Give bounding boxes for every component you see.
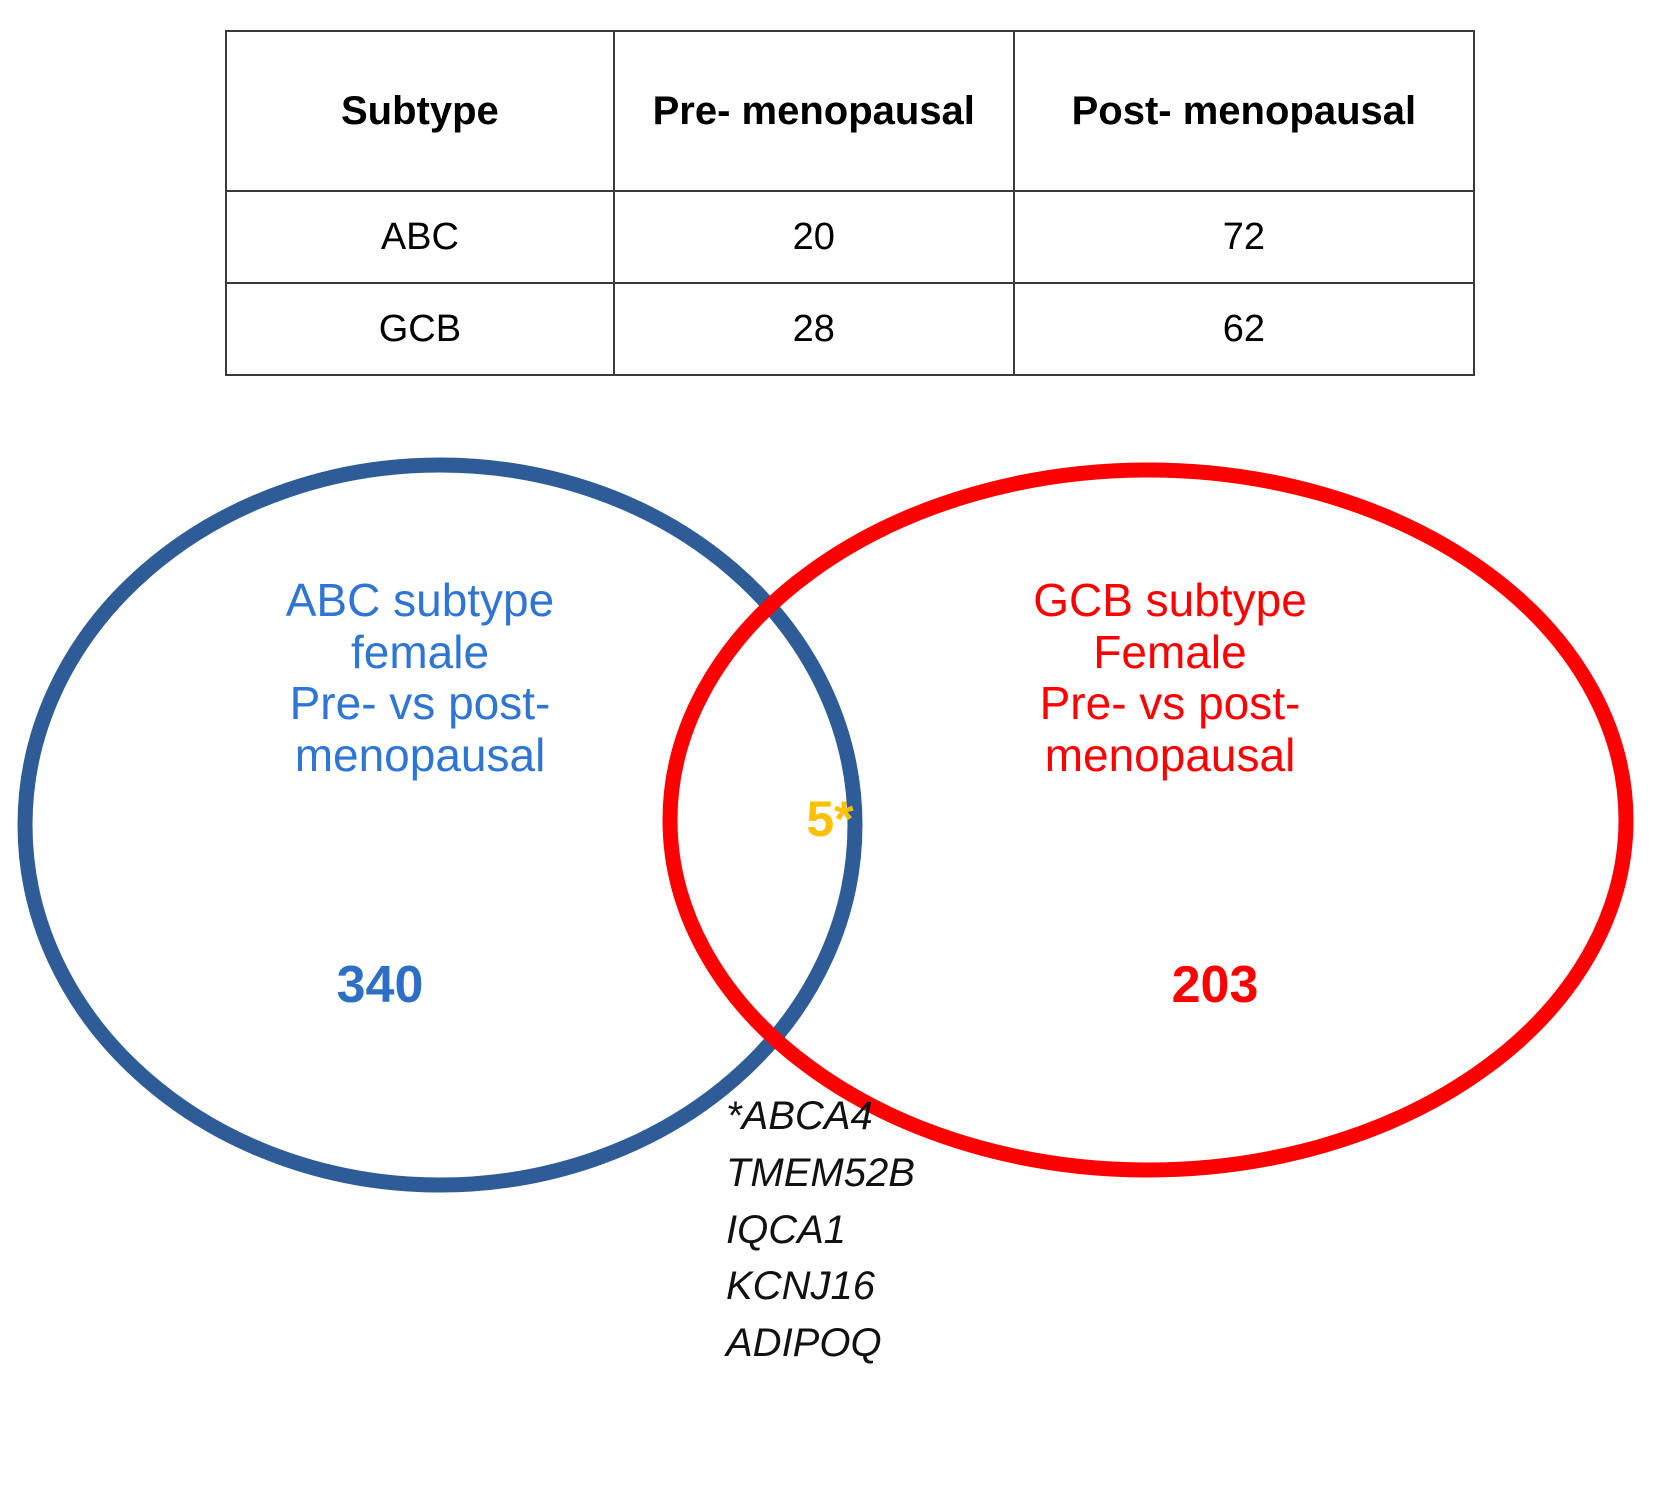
cell-abc-post: 72 <box>1012 190 1476 284</box>
venn-label-abc: ABC subtype female Pre- vs post- menopau… <box>285 574 555 781</box>
venn-count-intersection: 5* <box>806 791 854 847</box>
venn-count-gcb: 203 <box>1171 956 1259 1014</box>
column-header-subtype: Subtype <box>225 30 615 192</box>
list-item: ADIPOQ <box>726 1321 882 1366</box>
cell-gcb-post: 62 <box>1012 282 1476 376</box>
list-item: TMEM52B <box>726 1150 915 1195</box>
venn-circle-gcb <box>662 462 1634 1178</box>
column-header-pre-menopausal: Pre- menopausal <box>612 30 1015 192</box>
table-body: ABC 20 72 GCB 28 62 <box>225 190 1476 376</box>
venn-circle-abc <box>17 457 863 1193</box>
subtype-summary-table-container: Subtype Pre- menopausal Post- menopausal… <box>225 30 1476 376</box>
subtype-summary-table: Subtype Pre- menopausal Post- menopausal… <box>225 30 1476 376</box>
column-header-post-menopausal: Post- menopausal <box>1012 30 1476 192</box>
cell-subtype-gcb: GCB <box>225 282 615 376</box>
list-item: *ABCA4 <box>726 1094 873 1138</box>
venn-diagram-svg <box>17 457 1634 1193</box>
cell-gcb-pre: 28 <box>612 282 1015 376</box>
list-item: KCNJ16 <box>726 1264 875 1309</box>
table-row: GCB 28 62 <box>225 282 1476 376</box>
venn-count-abc: 340 <box>336 956 424 1014</box>
shared-gene-list: *ABCA4 TMEM52B IQCA1 KCNJ16 ADIPOQ <box>726 1088 1146 1372</box>
venn-diagram-container <box>0 425 1653 1225</box>
cell-abc-pre: 20 <box>612 190 1015 284</box>
venn-label-gcb: GCB subtype Female Pre- vs post- menopau… <box>1033 574 1307 781</box>
table-header: Subtype Pre- menopausal Post- menopausal <box>225 30 1476 192</box>
list-item: IQCA1 <box>726 1207 847 1252</box>
cell-subtype-abc: ABC <box>225 190 615 284</box>
table-header-row: Subtype Pre- menopausal Post- menopausal <box>225 30 1476 192</box>
table-row: ABC 20 72 <box>225 190 1476 284</box>
